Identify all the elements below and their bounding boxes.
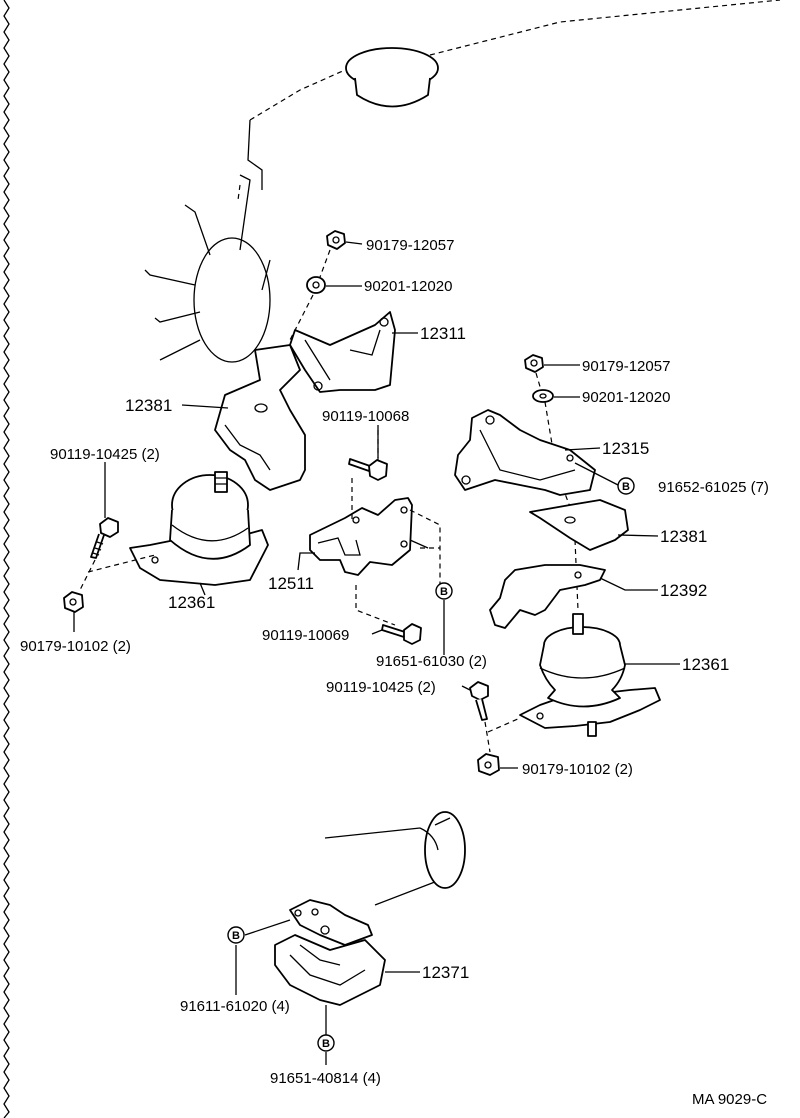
transmission-outline bbox=[324, 811, 466, 906]
label-12311: 12311 bbox=[420, 324, 466, 343]
label-90201-12020-left: 90201-12020 bbox=[364, 278, 452, 295]
label-90179-12057-right: 90179-12057 bbox=[582, 358, 670, 375]
svg-text:B: B bbox=[322, 1038, 330, 1050]
label-91611-61020: 91611-61020 (4) bbox=[180, 998, 290, 1015]
bracket-12311 bbox=[289, 311, 396, 393]
label-90179-10102-left: 90179-10102 (2) bbox=[20, 638, 131, 655]
bolt-90119-10425-left bbox=[90, 517, 119, 559]
engine-outline bbox=[237, 0, 781, 201]
label-90179-10102-right: 90179-10102 (2) bbox=[522, 761, 633, 778]
badge-b-91651-40814: B bbox=[317, 1034, 335, 1052]
label-90119-10068: 90119-10068 bbox=[322, 408, 409, 425]
label-12315: 12315 bbox=[602, 439, 649, 458]
torn-edge bbox=[3, 0, 10, 1118]
diagram-code: MA 9029-C bbox=[692, 1091, 767, 1108]
svg-text:B: B bbox=[622, 481, 630, 493]
label-12361-right: 12361 bbox=[682, 655, 729, 674]
label-12381-right: 12381 bbox=[660, 527, 707, 546]
label-12392: 12392 bbox=[660, 581, 707, 600]
svg-text:B: B bbox=[232, 930, 240, 942]
label-12371: 12371 bbox=[422, 963, 469, 982]
label-12511: 12511 bbox=[268, 574, 314, 593]
label-90119-10425-left: 90119-10425 (2) bbox=[50, 446, 160, 463]
label-90179-12057-left: 90179-12057 bbox=[366, 237, 454, 254]
insulator-12392 bbox=[489, 564, 606, 629]
bolt-90119-10068 bbox=[348, 458, 388, 481]
nut-90179-12057-right bbox=[524, 354, 544, 373]
label-91652-61025: 91652-61025 (7) bbox=[658, 479, 769, 496]
bolt-90119-10425-right bbox=[469, 681, 489, 721]
engine-mount-12361-left bbox=[129, 471, 269, 586]
nut-90179-10102-left bbox=[63, 591, 84, 613]
leader-lines bbox=[73, 241, 680, 1065]
nut-90179-10102-right bbox=[477, 753, 500, 776]
label-91651-61030: 91651-61030 (2) bbox=[376, 653, 487, 670]
heat-insulator-12381-left bbox=[214, 344, 306, 491]
heat-insulator-12381-right bbox=[529, 499, 629, 551]
label-90119-10069: 90119-10069 bbox=[262, 627, 349, 644]
cooling-fan bbox=[144, 174, 271, 363]
label-12381-left: 12381 bbox=[125, 396, 172, 415]
label-90201-12020-right: 90201-12020 bbox=[582, 389, 670, 406]
svg-text:B: B bbox=[440, 586, 448, 598]
badge-b-91651-61030: B bbox=[435, 582, 453, 600]
label-91651-40814: 91651-40814 (4) bbox=[270, 1070, 381, 1087]
rear-mount-12371 bbox=[274, 899, 386, 1006]
badge-b-91611: B bbox=[227, 926, 245, 944]
engine-mount-12361-right bbox=[519, 613, 661, 737]
oil-filler-cap bbox=[345, 47, 439, 108]
label-90119-10425-right: 90119-10425 (2) bbox=[326, 679, 436, 696]
label-12361-left: 12361 bbox=[168, 593, 215, 612]
bracket-12315 bbox=[454, 409, 596, 496]
nut-90179-12057-left bbox=[326, 230, 346, 250]
bolt-90119-10069 bbox=[381, 623, 422, 645]
stopper-bracket-12511 bbox=[309, 497, 413, 576]
washer-90201-12020-right bbox=[532, 389, 554, 403]
badge-b-91652: B bbox=[617, 477, 635, 495]
washer-90201-12020-left bbox=[306, 276, 326, 294]
